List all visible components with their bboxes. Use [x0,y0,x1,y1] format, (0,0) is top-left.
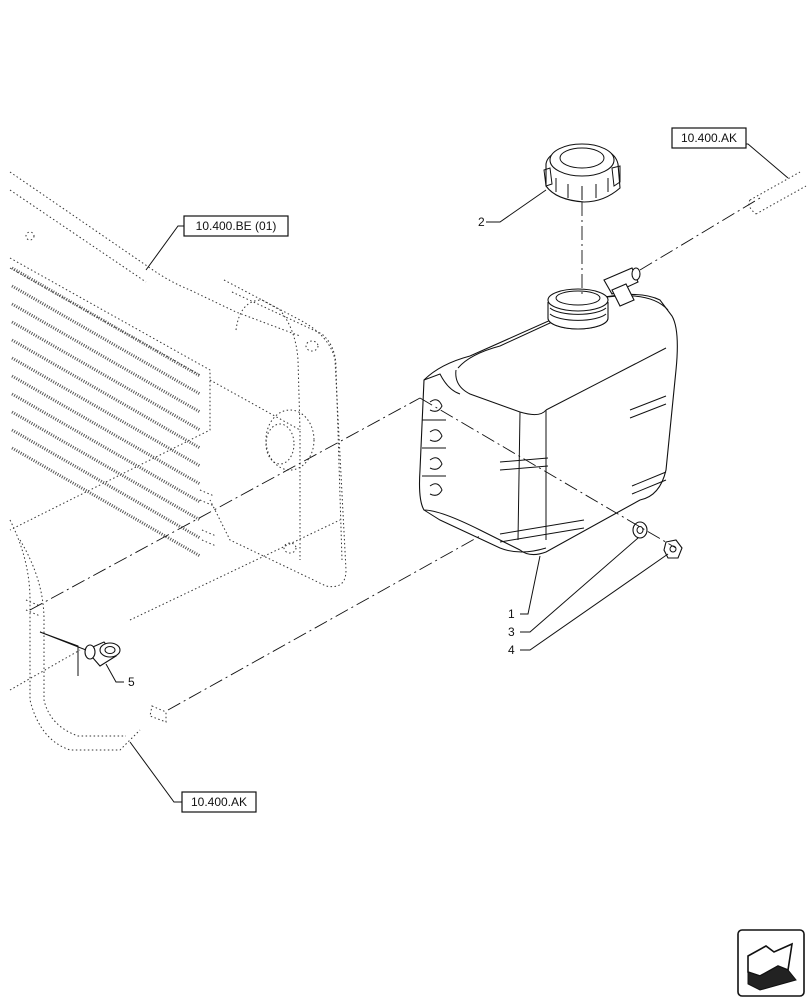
forward-arrow-icon[interactable] [737,929,805,997]
radiator-fin [11,446,201,558]
callout-3: 3 [508,625,515,639]
radiator-fins [11,266,201,558]
ref-box-left[interactable]: 10.400.BE (01) [183,215,289,237]
coolant-reservoir-tank [418,267,678,556]
hose-fitting [39,631,121,676]
radiator-fin [11,302,201,414]
radiator-fin [11,338,201,450]
ref-box-top-right[interactable]: 10.400.AK [671,127,747,149]
radiator-frame-outline [9,171,347,751]
radiator-fin [11,410,201,522]
radiator-fin [11,266,201,378]
callout-5: 5 [128,675,135,689]
ref-label-top-right: 10.400.AK [681,131,737,145]
grommet [632,521,648,539]
hose-top-right [748,171,807,215]
assembly-center-lines [29,197,761,711]
callout-1: 1 [508,607,515,621]
filler-cap [543,143,621,203]
ref-box-bottom[interactable]: 10.400.AK [181,791,257,813]
radiator-fin [11,284,201,396]
radiator-fin [11,320,201,432]
callout-4: 4 [508,643,515,657]
callout-2: 2 [478,215,485,229]
radiator-fin [11,428,201,540]
radiator-fin [11,392,201,504]
ref-label-bottom: 10.400.AK [191,795,247,809]
ref-label-left: 10.400.BE (01) [196,219,277,233]
radiator-fin [11,356,201,468]
radiator-fin [11,374,201,486]
